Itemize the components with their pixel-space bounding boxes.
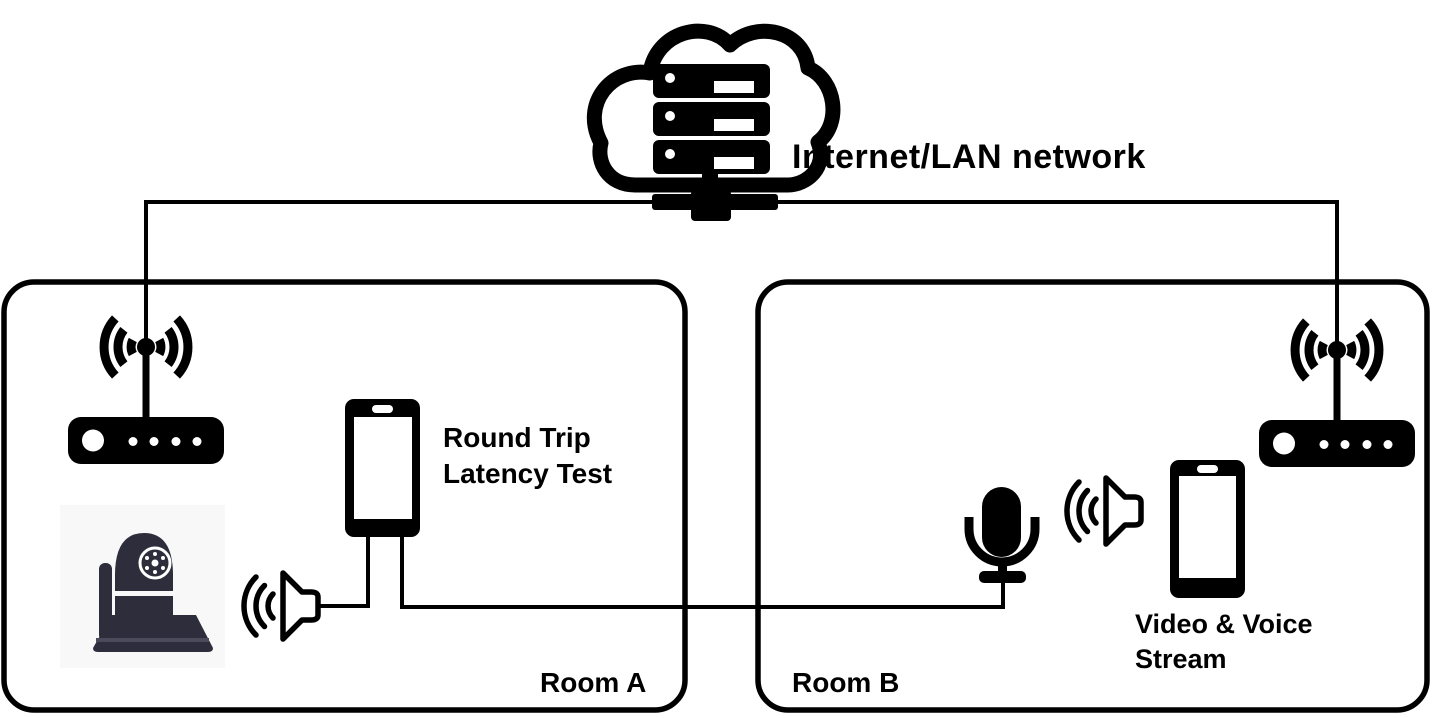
- microphone-icon: [964, 487, 1040, 583]
- server-stack-icon: [653, 64, 770, 174]
- wire-internet-to-router-a: [144, 200, 655, 347]
- wire-phone-a-to-speaker: [318, 537, 370, 608]
- ip-camera-icon: [60, 505, 225, 668]
- phone-a-caption-line1: Round Trip: [443, 422, 591, 453]
- wire-phone-a-to-microphone: [400, 537, 1005, 609]
- smartphone-icon: [345, 399, 420, 537]
- room-a-box: [1, 279, 688, 713]
- wifi-router-icon: [1259, 321, 1415, 467]
- internet-cloud-group: [586, 23, 841, 221]
- wire-internet-to-router-b: [775, 200, 1339, 350]
- network-switch-icon: [652, 172, 778, 221]
- internet-label: Internet/LAN network: [792, 138, 1146, 176]
- room-a-label: Room A: [540, 667, 647, 698]
- phone-b-caption-line1: Video & Voice: [1135, 609, 1313, 639]
- speaker-icon: [1067, 478, 1141, 544]
- room-b-box: [755, 279, 1430, 713]
- phone-a-caption-line2: Latency Test: [443, 458, 613, 489]
- speaker-icon: [244, 573, 318, 639]
- phone-b-caption-line2: Stream: [1135, 644, 1227, 674]
- room-b-label: Room B: [792, 667, 900, 698]
- smartphone-icon: [1170, 460, 1245, 598]
- wifi-router-icon: [68, 318, 224, 464]
- network-wires: [144, 200, 1339, 609]
